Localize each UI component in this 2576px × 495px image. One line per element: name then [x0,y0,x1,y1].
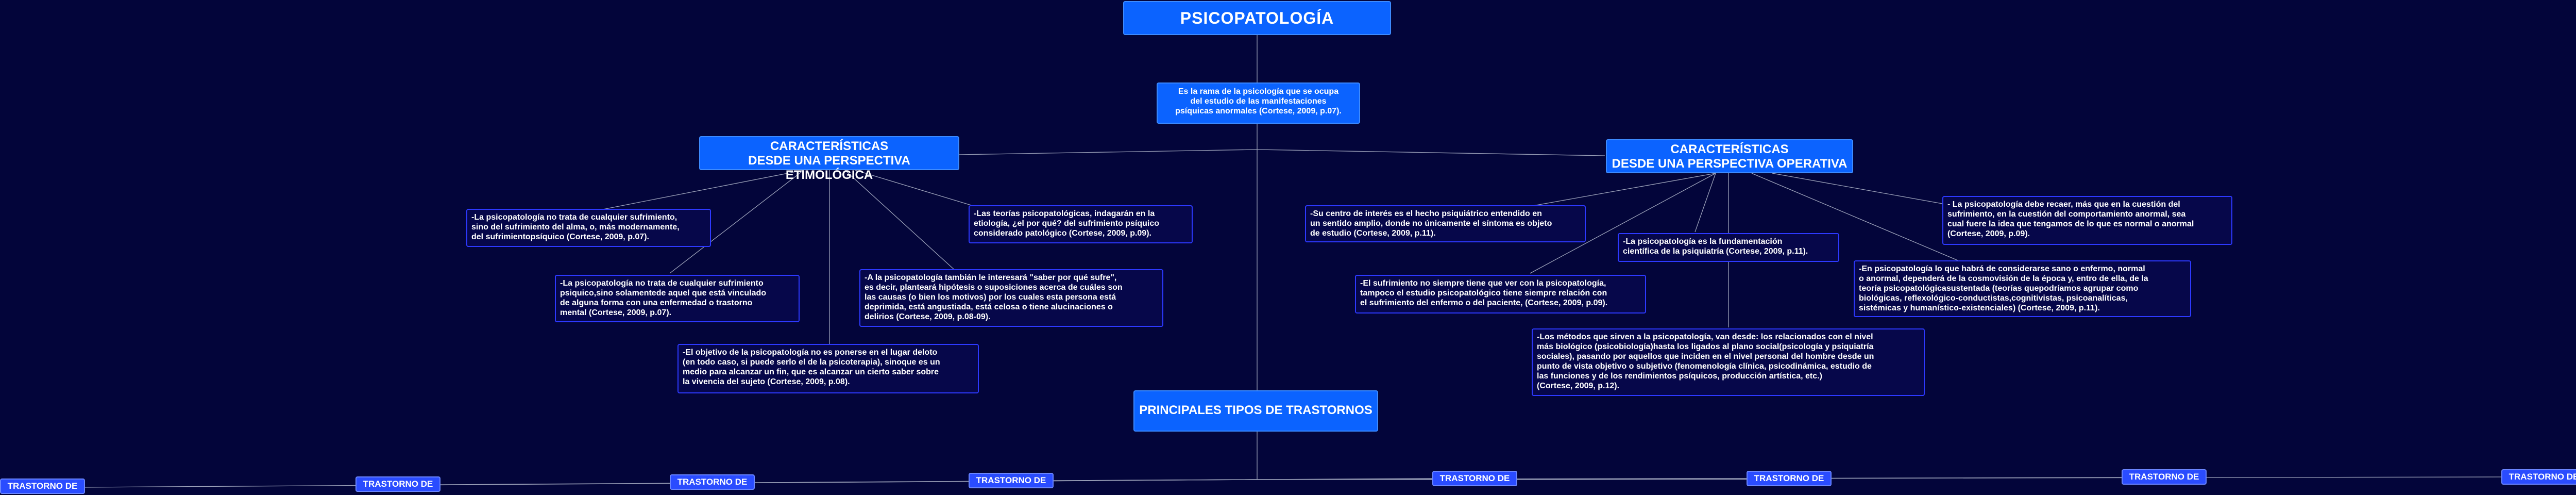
disorder-type-node[interactable]: TRASTORNO DE [1432,471,1517,486]
definition-node[interactable]: Es la rama de la psicología que se ocupa… [1157,82,1360,124]
etymological-item-node[interactable]: -Las teorías psicopatológicas, indagarán… [969,205,1193,243]
etymological-item-node[interactable]: -La psicopatología no trata de cualquier… [466,209,711,247]
operative-item-node[interactable]: - La psicopatología debe recaer, más que… [1942,196,2232,245]
operative-item-node[interactable]: -Su centro de interés es el hecho psiqui… [1305,205,1586,242]
disorder-type-node[interactable]: TRASTORNO DE [969,473,1054,488]
etymological-item-node[interactable]: -A la psicopatología tambián le interesa… [859,269,1163,327]
disorder-type-node[interactable]: TRASTORNO DE [1747,471,1832,486]
disorder-type-node[interactable]: TRASTORNO DE [355,476,440,492]
disorder-type-node[interactable]: TRASTORNO DE [670,474,755,490]
etymological-heading-node[interactable]: CARACTERÍSTICAS DESDE UNA PERSPECTIVA ET… [699,136,959,182]
operative-item-node[interactable]: -La psicopatología es la fundamentación … [1618,233,1839,262]
disorder-type-node[interactable]: TRASTORNO DE [2122,469,2207,485]
etymological-item-node[interactable]: -El objetivo de la psicopatología no es … [677,344,979,393]
disorder-type-node[interactable]: TRASTORNO DE [2501,469,2576,485]
disorder-type-node[interactable]: TRASTORNO DE [0,478,85,494]
operative-item-node[interactable]: -En psicopatología lo que habrá de consi… [1854,260,2191,317]
etymological-item-node[interactable]: -La psicopatología no trata de cualquier… [555,275,800,322]
operative-item-node[interactable]: -Los métodos que sirven a la psicopatolo… [1532,328,1925,396]
main-disorder-types-node[interactable]: PRINCIPALES TIPOS DE TRASTORNOS [1133,390,1378,432]
operative-item-node[interactable]: -El sufrimiento no siempre tiene que ver… [1355,275,1646,314]
title-node[interactable]: PSICOPATOLOGÍA [1123,1,1391,35]
operative-heading-node[interactable]: CARACTERÍSTICAS DESDE UNA PERSPECTIVA OP… [1606,139,1853,173]
